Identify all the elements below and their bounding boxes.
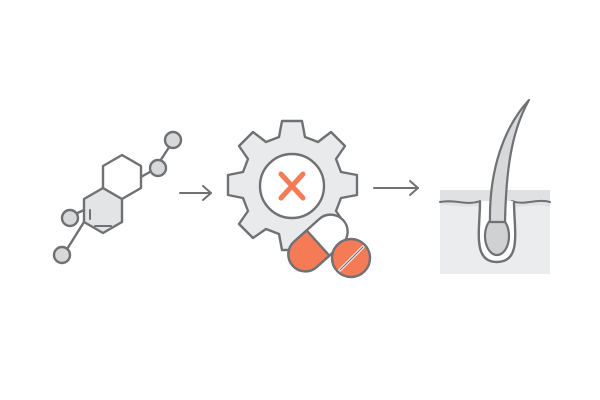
hair-follicle-icon [439, 98, 551, 274]
cross-mark-icon [278, 171, 306, 201]
arrow-right-icon [179, 185, 212, 201]
arrow-right-icon [373, 180, 419, 196]
molecule-icon [52, 130, 183, 265]
capsule-pill-icon [287, 213, 349, 273]
tablet-pill-icon [330, 237, 372, 279]
gear-with-blocked-pills-icon [226, 119, 372, 279]
